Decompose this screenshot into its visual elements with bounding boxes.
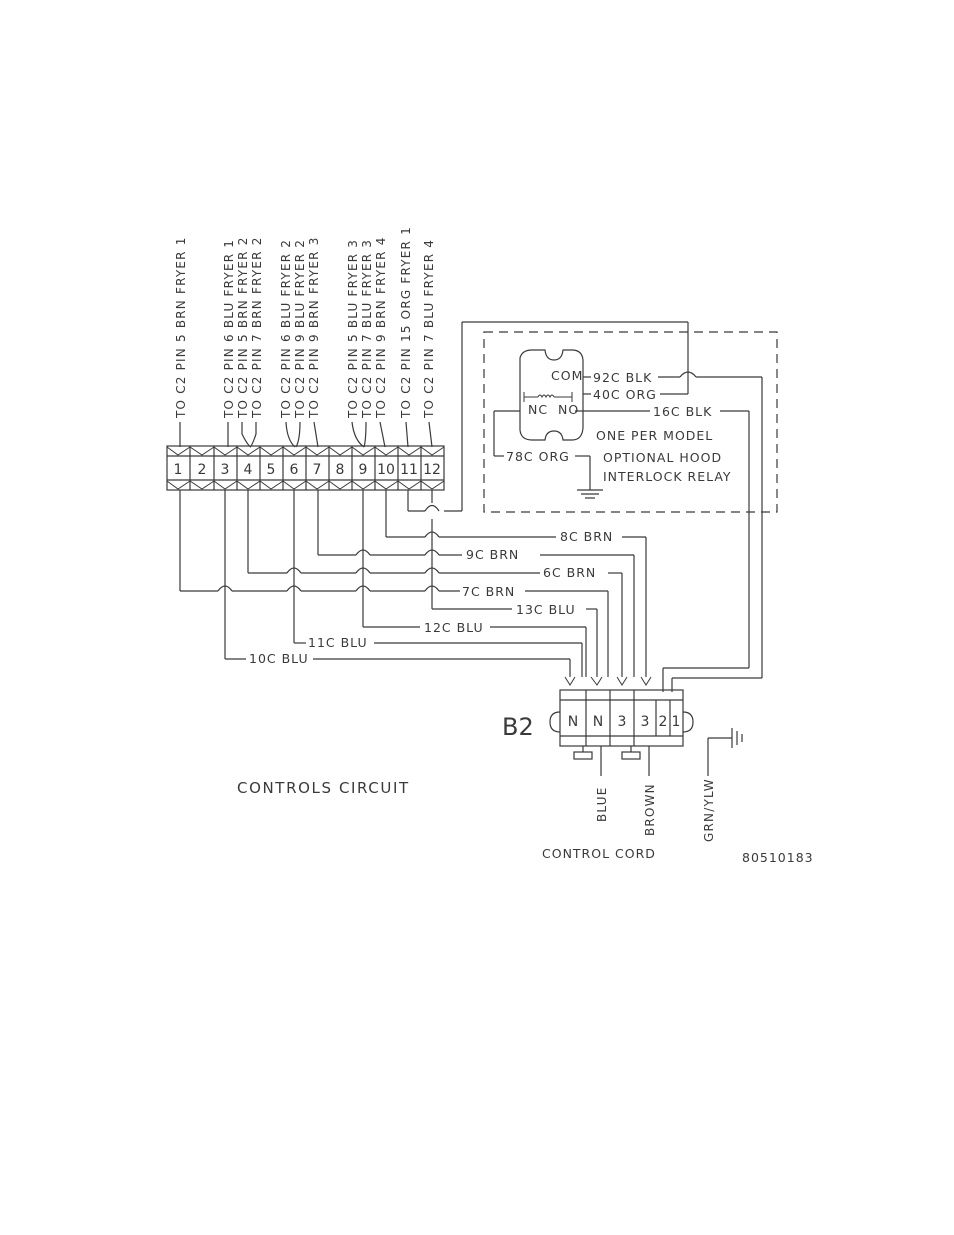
- relay-wire-com: 92C BLK: [593, 370, 652, 385]
- cord-label-brown: BROWN: [643, 783, 657, 836]
- wire-label: 13C BLU: [516, 602, 576, 617]
- top-label: TO C2 PIN 7 BRN FRYER 2: [250, 236, 264, 419]
- terminal-number: 12: [423, 462, 441, 478]
- top-label: TO C2 PIN 5 BRN FRYER 1: [174, 236, 188, 419]
- top-label: TO C2 PIN 9 BRN FRYER 4: [374, 236, 388, 419]
- wire-label: 7C BRN: [462, 584, 515, 599]
- connector-pin: 3: [618, 714, 627, 730]
- connector-pin: N: [593, 714, 603, 730]
- wire-label: 10C BLU: [249, 651, 309, 666]
- connector-pin: 2: [659, 714, 668, 730]
- top-label: TO C2 PIN 6 BLU FRYER 1: [222, 239, 236, 419]
- wire-harness: 8C BRN 9C BRN 6C BRN: [179, 490, 762, 692]
- terminal-number: 10: [377, 462, 395, 478]
- connector-name: B2: [502, 713, 534, 741]
- wire-label: 9C BRN: [466, 547, 519, 562]
- connector-pin: N: [568, 714, 578, 730]
- destination-labels: TO C2 PIN 5 BRN FRYER 1 TO C2 PIN 6 BLU …: [174, 226, 436, 419]
- relay-com-label: COM: [551, 368, 583, 383]
- connector-pin: 3: [641, 714, 650, 730]
- wire-label: 6C BRN: [543, 565, 596, 580]
- circuit-caption: CONTROLS CIRCUIT: [237, 779, 410, 797]
- connector-pin: 1: [672, 714, 681, 730]
- top-label: TO C2 PIN 5 BLU FRYER 3: [346, 239, 360, 419]
- relay-title-2: INTERLOCK RELAY: [603, 469, 732, 484]
- cord-caption: CONTROL CORD: [542, 846, 656, 861]
- wire-label: 8C BRN: [560, 529, 613, 544]
- terminal-number: 3: [221, 462, 230, 478]
- relay-no-label: NO: [558, 402, 579, 417]
- terminal-number: 4: [244, 462, 253, 478]
- top-label: TO C2 PIN 7 BLU FRYER 3: [360, 239, 374, 419]
- relay-note: ONE PER MODEL: [596, 428, 713, 443]
- top-label: TO C2 PIN 7 BLU FRYER 4: [422, 239, 436, 419]
- relay-wire-coil: 40C ORG: [593, 387, 657, 402]
- relay-wire-nc: 78C ORG: [506, 449, 570, 464]
- terminal-number: 7: [313, 462, 322, 478]
- cord-label-blue: BLUE: [595, 787, 609, 823]
- top-label: TO C2 PIN 5 BRN FRYER 2: [236, 236, 250, 419]
- top-label: TO C2 PIN 6 BLU FRYER 2: [279, 239, 293, 419]
- terminal-block: 1 2 3 4 5 6 7 8 9 10 11 12: [166, 445, 445, 491]
- terminal-number: 11: [400, 462, 418, 478]
- top-leads: [179, 421, 433, 448]
- top-label: TO C2 PIN 9 BRN FRYER 3: [307, 236, 321, 419]
- top-label: TO C2 PIN 15 ORG FRYER 1: [399, 226, 413, 419]
- ground-symbol: [707, 728, 743, 776]
- terminal-number: 8: [336, 462, 345, 478]
- wire-label: 12C BLU: [424, 620, 484, 635]
- wire-label: 11C BLU: [308, 635, 368, 650]
- connector-b2: B2 N N 3 3 2 1: [502, 689, 694, 776]
- terminal-number: 5: [267, 462, 276, 478]
- top-label: TO C2 PIN 9 BLU FRYER 2: [293, 239, 307, 419]
- terminal-number: 9: [359, 462, 368, 478]
- terminal-number: 6: [290, 462, 299, 478]
- part-number: 80510183: [742, 850, 814, 865]
- relay-title-1: OPTIONAL HOOD: [603, 450, 722, 465]
- relay-nc-label: NC: [528, 402, 548, 417]
- hood-interlock-relay: COM NC NO 92C BLK 40C ORG 16C BLK 78C OR…: [444, 321, 778, 678]
- terminal-number: 1: [174, 462, 183, 478]
- cord-label-ground: GRN/YLW: [702, 778, 716, 842]
- terminal-number: 2: [198, 462, 207, 478]
- relay-wire-no: 16C BLK: [653, 404, 712, 419]
